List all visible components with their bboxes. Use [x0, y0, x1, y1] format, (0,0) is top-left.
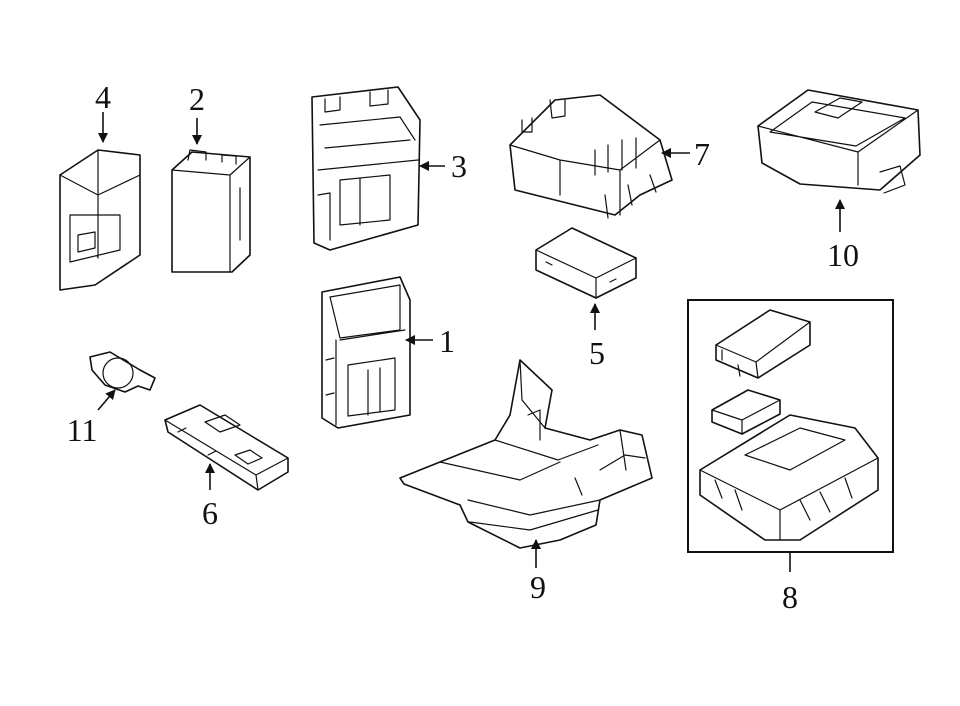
- callout-number-7: 7: [694, 136, 710, 172]
- callout-number-4: 4: [95, 79, 111, 115]
- callout-number-2: 2: [189, 81, 205, 117]
- part-11-sensor: [89, 351, 156, 393]
- callout-number-11: 11: [67, 412, 98, 448]
- part-8-top-cover: [715, 309, 811, 379]
- part-8-base: [699, 414, 879, 541]
- callout-8: 8: [782, 552, 798, 615]
- part-1-housing: [321, 276, 411, 429]
- callout-number-1: 1: [439, 323, 455, 359]
- part-10-control-unit: [757, 89, 921, 194]
- callout-number-9: 9: [530, 569, 546, 605]
- callout-10: 10: [827, 199, 859, 273]
- callout-number-3: 3: [451, 148, 467, 184]
- part-7-fuse-box: [509, 94, 673, 219]
- callout-4: 4: [95, 79, 111, 143]
- callout-1: 1: [405, 323, 455, 359]
- callout-5: 5: [589, 303, 605, 371]
- callout-number-6: 6: [202, 495, 218, 531]
- part-8-insert: [711, 389, 781, 435]
- callout-3: 3: [419, 148, 467, 184]
- callout-6: 6: [202, 463, 218, 531]
- part-6-receiver: [164, 404, 289, 491]
- callout-11: 11: [67, 389, 116, 448]
- part-5-small-module: [535, 227, 637, 299]
- part-4-bracket: [59, 149, 141, 291]
- callout-number-5: 5: [589, 335, 605, 371]
- leader-arrow-11: [97, 389, 116, 411]
- part-3-housing: [311, 86, 421, 251]
- callout-2: 2: [189, 81, 205, 145]
- part-8-assembly-group: [687, 299, 894, 553]
- callout-9: 9: [530, 539, 546, 605]
- callout-number-10: 10: [827, 237, 859, 273]
- part-9-mounting-tray: [399, 359, 653, 549]
- part-2-module: [171, 149, 251, 273]
- callout-number-8: 8: [782, 579, 798, 615]
- callout-7: 7: [661, 136, 710, 172]
